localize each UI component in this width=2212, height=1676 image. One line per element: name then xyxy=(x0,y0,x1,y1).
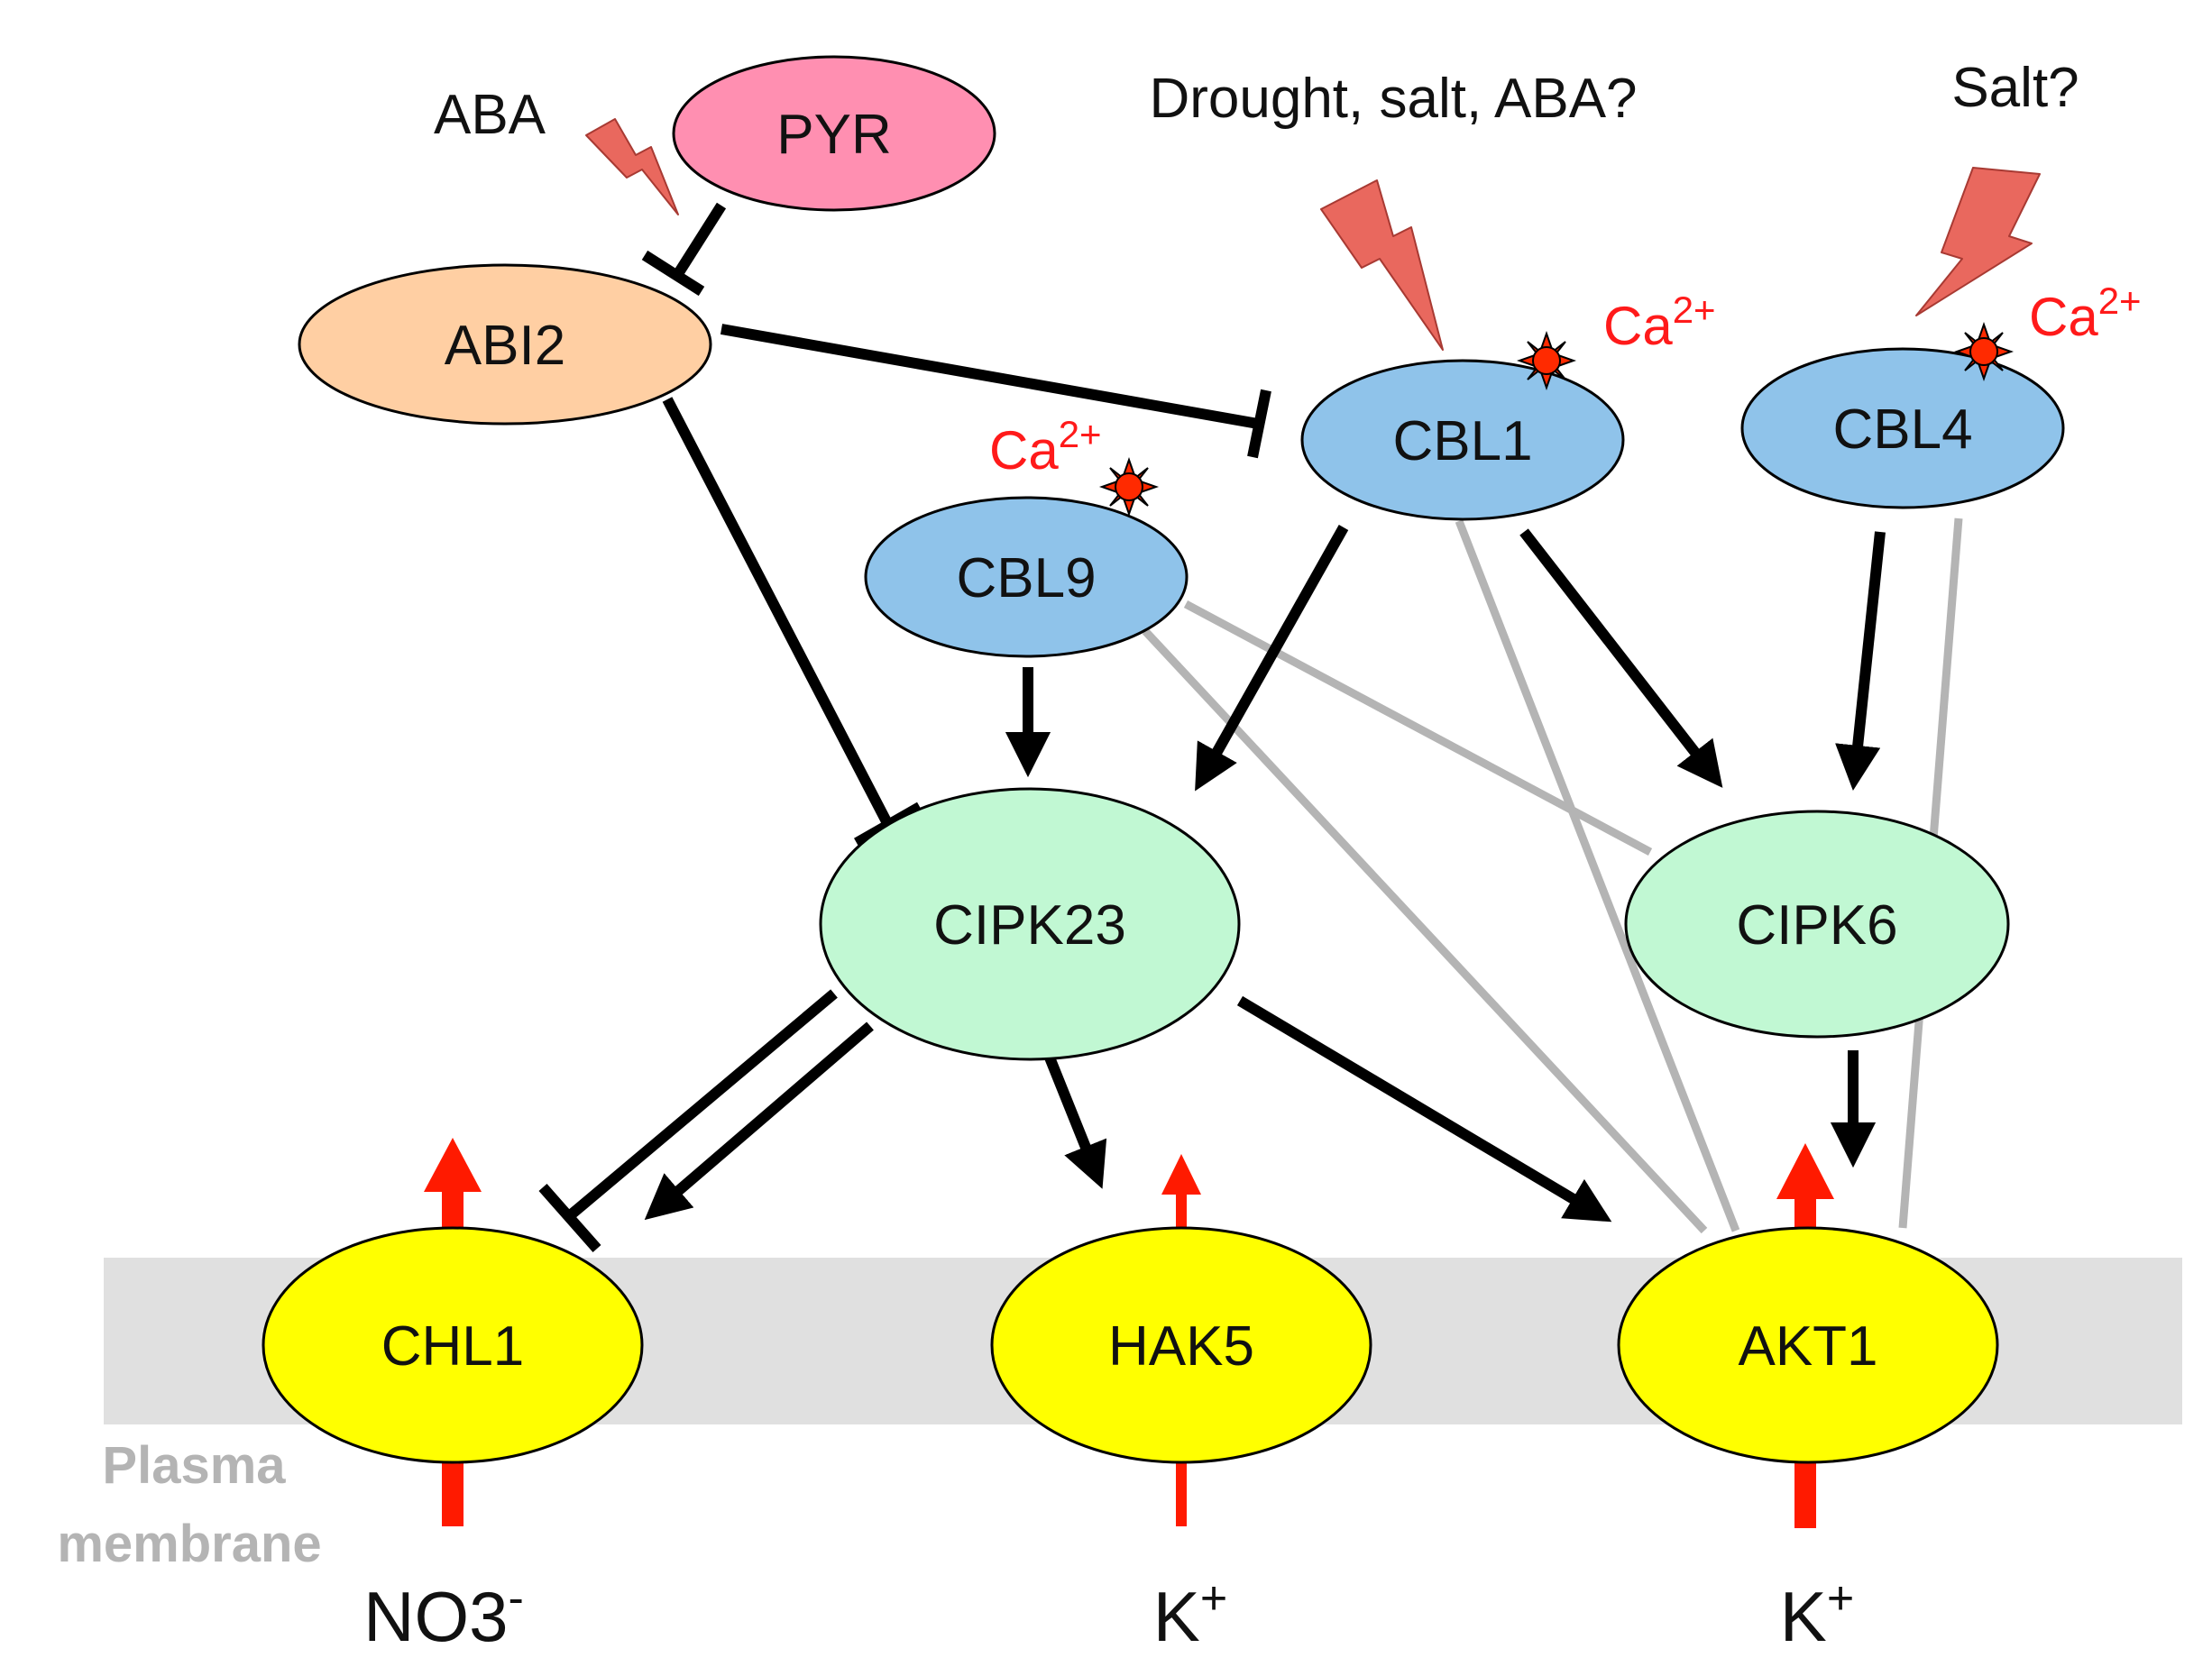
pyr-ellipse xyxy=(672,55,996,212)
regulation-edges xyxy=(538,202,1886,1252)
salt-bolt-icon xyxy=(1915,167,2041,316)
node-hak5: HAK5 xyxy=(990,1226,1372,1464)
inhibit-pyr-abi2 xyxy=(669,202,727,283)
inhibit-abi2-cipk23 xyxy=(662,397,894,828)
activate-cipk23-akt1 xyxy=(1236,995,1612,1223)
inhibit-cipk23-chl1-bar xyxy=(538,1184,601,1252)
ca-base-cbl4: Ca xyxy=(2029,287,2098,347)
akt1-label: AKT1 xyxy=(1738,1315,1877,1378)
drought-bolt-icon xyxy=(1320,179,1444,351)
akt1-ellipse xyxy=(1617,1226,1999,1464)
inhibit-abi2-cbl1-bar xyxy=(1247,389,1271,459)
ca-charge-cbl1: 2+ xyxy=(1673,288,1716,331)
node-cbl1: CBL1 xyxy=(1300,359,1625,521)
activate-cipk23-chl1 xyxy=(644,1021,874,1221)
cbl1-label: CBL1 xyxy=(1392,410,1532,472)
ca-label-cbl9: Ca2+ xyxy=(989,413,1102,481)
node-chl1: CHL1 xyxy=(262,1226,644,1464)
activate-cbl4-cipk6 xyxy=(1835,531,1886,792)
abi2-label: ABI2 xyxy=(445,315,565,377)
ca-ion-cbl1-icon xyxy=(1519,333,1574,389)
ion-k-hak5: K+ xyxy=(1153,1572,1227,1656)
membrane-label-line1: Plasma xyxy=(102,1436,286,1495)
cipk6-ellipse xyxy=(1624,810,2010,1039)
node-abi2: ABI2 xyxy=(298,263,712,426)
cbl9-label: CBL9 xyxy=(956,547,1096,609)
stimulus-salt: Salt? xyxy=(1951,57,2079,119)
ion-k-akt1: K+ xyxy=(1780,1572,1854,1656)
activate-cipk23-hak5 xyxy=(1041,1046,1107,1189)
activate-cbl1-cipk23 xyxy=(1195,525,1349,792)
stimulus-bolts xyxy=(585,118,2041,351)
k-flux-hak5-arrowhead xyxy=(1161,1154,1201,1195)
stimulus-aba: ABA xyxy=(434,84,546,146)
aba-bolt-icon xyxy=(585,118,679,215)
ca-charge-cbl4: 2+ xyxy=(2098,279,2142,322)
cipk23-ellipse xyxy=(819,787,1241,1061)
cbl4-label: CBL4 xyxy=(1832,398,1972,461)
abi2-ellipse xyxy=(298,263,712,426)
ion-no3-base: NO3 xyxy=(363,1577,508,1656)
ion-k-akt1-base: K xyxy=(1780,1577,1827,1656)
interaction-cbl9-akt1 xyxy=(1142,627,1708,1234)
hak5-label: HAK5 xyxy=(1108,1315,1254,1378)
ca-label-cbl4: Ca2+ xyxy=(2029,279,2142,347)
interaction-cbl9-cipk6 xyxy=(1183,600,1653,856)
cbl1-ellipse xyxy=(1300,359,1625,521)
ca-base-cbl1: Ca xyxy=(1603,296,1673,356)
ion-k-hak5-base: K xyxy=(1153,1577,1200,1656)
activate-cbl1-cipk6 xyxy=(1519,528,1723,788)
ca-label-cbl1: Ca2+ xyxy=(1603,288,1716,356)
ca-ion-cbl9-icon xyxy=(1101,459,1157,515)
ca-base-cbl9: Ca xyxy=(989,420,1059,481)
node-cipk6: CIPK6 xyxy=(1624,810,2010,1039)
node-cbl9: CBL9 xyxy=(864,496,1189,658)
chl1-label: CHL1 xyxy=(381,1315,525,1378)
inhibit-cipk23-chl1 xyxy=(564,989,838,1222)
cbl9-ellipse xyxy=(864,496,1189,658)
cbl4-ellipse xyxy=(1740,347,2065,509)
cipk6-label: CIPK6 xyxy=(1736,894,1897,957)
ca-charge-cbl9: 2+ xyxy=(1059,413,1102,455)
node-pyr: PYR xyxy=(672,55,996,212)
node-cbl4: CBL4 xyxy=(1740,347,2065,509)
node-akt1: AKT1 xyxy=(1617,1226,1999,1464)
ca-ion-cbl4-icon xyxy=(1956,324,2012,380)
ion-k-hak5-charge: + xyxy=(1200,1572,1227,1625)
no3-flux-arrowhead xyxy=(424,1138,482,1192)
inhibit-pyr-abi2-bar xyxy=(641,250,705,297)
pyr-label: PYR xyxy=(776,104,891,166)
cipk23-label: CIPK23 xyxy=(933,894,1126,957)
ion-k-akt1-charge: + xyxy=(1827,1572,1854,1625)
node-cipk23: CIPK23 xyxy=(819,787,1241,1061)
inhibit-abi2-cbl1 xyxy=(720,324,1260,429)
hak5-ellipse xyxy=(990,1226,1372,1464)
membrane-label-line2: membrane xyxy=(57,1515,321,1573)
ion-no3-charge: - xyxy=(509,1572,524,1625)
stimulus-drought: Drought, salt, ABA? xyxy=(1149,68,1637,130)
k-flux-akt1-arrowhead xyxy=(1776,1143,1834,1199)
chl1-ellipse xyxy=(262,1226,644,1464)
ion-no3: NO3- xyxy=(363,1572,524,1656)
interaction-cbl1-akt1 xyxy=(1455,519,1740,1232)
